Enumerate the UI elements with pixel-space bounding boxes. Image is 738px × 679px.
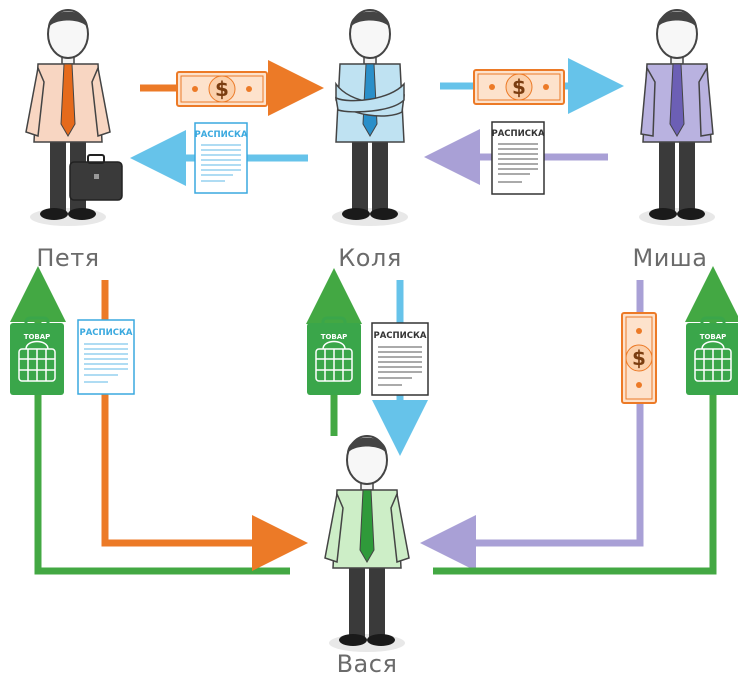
name-misha: Миша bbox=[633, 244, 708, 272]
goods-bag-kolya: ТОВАР bbox=[307, 316, 361, 395]
dollar-icon: $ bbox=[215, 77, 229, 101]
dollar-icon: $ bbox=[512, 75, 526, 99]
receipt-title: РАСПИСКА bbox=[79, 328, 132, 338]
goods-title: ТОВАР bbox=[700, 333, 727, 341]
goods-title: ТОВАР bbox=[24, 333, 51, 341]
dollar-icon: $ bbox=[632, 346, 646, 370]
arrow-goods-vasya-to-misha bbox=[433, 266, 738, 575]
tie-vasya bbox=[359, 489, 375, 563]
person-misha bbox=[638, 9, 716, 227]
basket-icon bbox=[694, 340, 732, 382]
receipt-title: РАСПИСКА bbox=[373, 331, 426, 341]
goods-bag-petya: ТОВАР bbox=[10, 316, 64, 395]
receipt-title: РАСПИСКА bbox=[194, 130, 247, 140]
banknote-kolya-misha: $ bbox=[473, 69, 565, 105]
goods-title: ТОВАР bbox=[321, 333, 348, 341]
receipt-kolya-to-petya: РАСПИСКА bbox=[194, 122, 248, 194]
person-vasya bbox=[324, 435, 410, 653]
receipt-petya-to-vasya: РАСПИСКА bbox=[77, 319, 135, 395]
arrow-money-misha-to-vasya bbox=[420, 280, 644, 571]
basket-icon bbox=[18, 340, 56, 382]
arrow-goods-vasya-to-petya bbox=[10, 266, 290, 575]
basket-icon bbox=[315, 340, 353, 382]
name-petya: Петя bbox=[36, 244, 99, 272]
tie-misha bbox=[669, 63, 685, 137]
name-vasya: Вася bbox=[337, 650, 398, 678]
receipt-misha-to-kolya: РАСПИСКА bbox=[491, 121, 545, 195]
banknote-misha-vasya: $ bbox=[621, 312, 657, 404]
banknote-petya-kolya: $ bbox=[176, 71, 268, 107]
name-kolya: Коля bbox=[338, 244, 402, 272]
goods-bag-misha: ТОВАР bbox=[686, 316, 738, 395]
briefcase-icon bbox=[69, 161, 123, 201]
person-petya bbox=[25, 9, 123, 227]
receipt-kolya-to-vasya: РАСПИСКА bbox=[371, 322, 429, 396]
person-kolya bbox=[331, 9, 409, 227]
tie-petya bbox=[60, 63, 76, 137]
receipt-title: РАСПИСКА bbox=[491, 129, 544, 139]
